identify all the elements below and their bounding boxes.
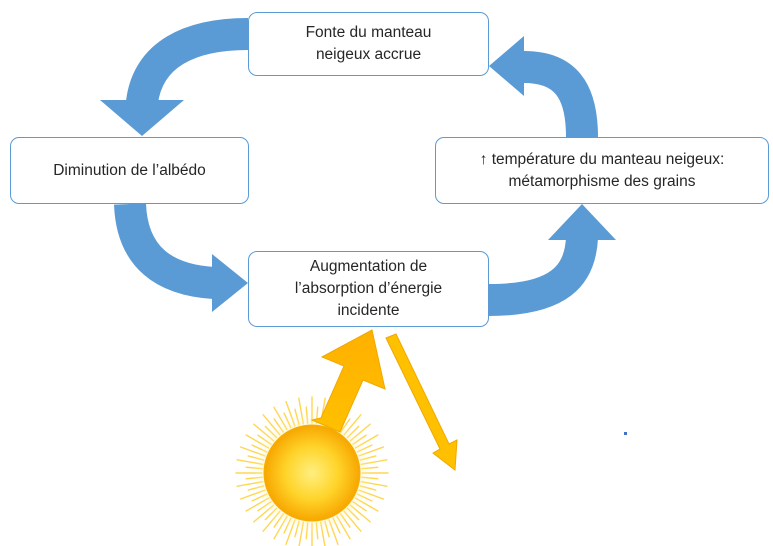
node-diminution-line-1: Diminution de l’albédo bbox=[53, 161, 206, 179]
node-fonte-line-1: Fonte du manteau bbox=[305, 24, 432, 41]
node-fonte-line-2: neigeux accrue bbox=[315, 46, 422, 63]
cycle-arrow-temperature-to-fonte bbox=[489, 36, 598, 138]
node-fonte-manteau: Fonte du manteau neigeux accrue bbox=[248, 12, 489, 76]
reflected-energy-arrow bbox=[385, 333, 458, 471]
node-augmentation-line-3: incidente bbox=[337, 302, 400, 319]
cycle-arrow-fonte-to-diminution bbox=[100, 18, 249, 136]
node-temperature-manteau: ↑ température du manteau neigeux: métamo… bbox=[435, 137, 769, 204]
cycle-arrow-augmentation-to-temperature bbox=[488, 204, 616, 316]
sun-icon bbox=[235, 396, 389, 546]
node-augmentation-line-1: Augmentation de bbox=[309, 258, 428, 275]
node-augmentation-absorption: Augmentation de l’absorption d’énergie i… bbox=[248, 251, 489, 327]
cycle-arrow-diminution-to-augmentation bbox=[114, 202, 248, 312]
incoming-energy-arrow bbox=[310, 329, 386, 433]
node-temperature-line-1: ↑ température du manteau neigeux: bbox=[479, 150, 725, 168]
node-diminution-albedo: Diminution de l’albédo bbox=[10, 137, 249, 204]
stray-dot bbox=[624, 432, 627, 435]
node-temperature-line-2: métamorphisme des grains bbox=[508, 172, 696, 190]
node-augmentation-line-2: l’absorption d’énergie bbox=[294, 280, 443, 297]
